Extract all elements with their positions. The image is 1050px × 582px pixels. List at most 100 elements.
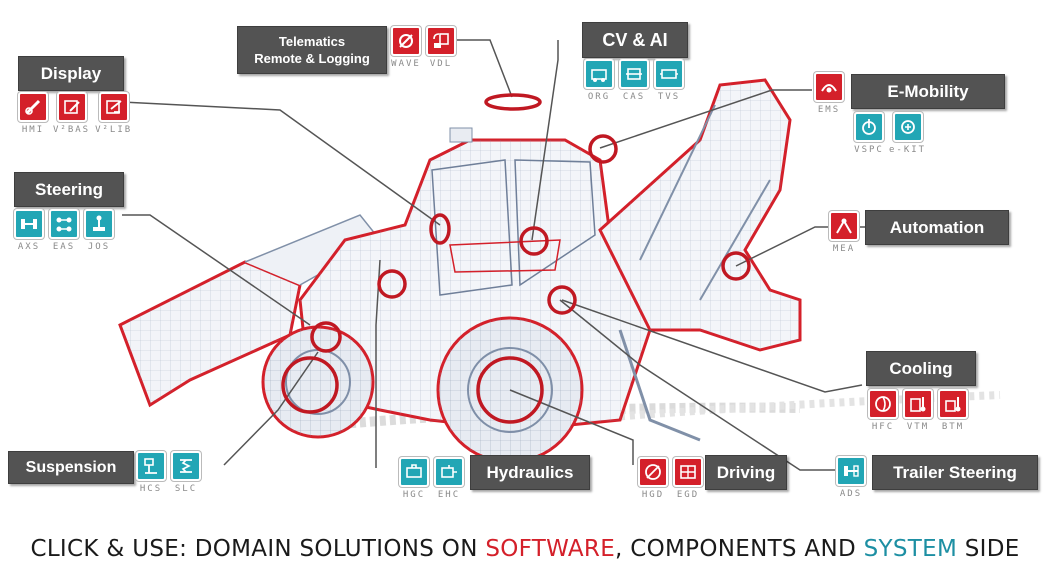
icon-org[interactable]: ORG xyxy=(584,59,614,102)
icon-axs[interactable]: AXS xyxy=(14,209,44,252)
icon-ehc[interactable]: EHC xyxy=(434,457,464,500)
icon-cas[interactable]: CAS xyxy=(619,59,649,102)
hgc-icon xyxy=(399,457,429,487)
icon-jos[interactable]: JOS xyxy=(84,209,114,252)
hotspot-rings xyxy=(281,93,751,424)
icon-ads[interactable]: ADS xyxy=(836,456,866,499)
icon-hgd[interactable]: HGD xyxy=(638,457,668,500)
display-title: Display xyxy=(40,63,102,83)
cv-ai-title: CV & AI xyxy=(602,29,668,50)
v2bas-code: V²BAS xyxy=(53,125,91,135)
footer-part1: CLICK & USE: DOMAIN SOLUTIONS ON xyxy=(30,536,486,562)
jos-icon xyxy=(84,209,114,239)
label-cv-ai[interactable]: CV & AI xyxy=(582,22,688,58)
hfc-code: HFC xyxy=(871,422,895,432)
btm-code: BTM xyxy=(941,422,965,432)
icon-wave[interactable]: WAVE xyxy=(391,26,421,69)
icon-hgc[interactable]: HGC xyxy=(399,457,429,500)
ehc-code: EHC xyxy=(437,490,461,500)
icon-tvs[interactable]: TVS xyxy=(654,59,684,102)
icon-hmi[interactable]: HMI xyxy=(18,92,48,135)
icon-vdl[interactable]: VDL xyxy=(426,26,456,69)
slc-code: SLC xyxy=(174,484,198,494)
icon-btm[interactable]: BTM xyxy=(938,389,968,432)
hcs-code: HCS xyxy=(139,484,163,494)
automation-icons: MEA xyxy=(829,211,859,254)
display-icons: HMI V²BAS V²LIB xyxy=(18,92,132,135)
steering-title: Steering xyxy=(34,179,104,199)
ekit-code: e-KIT xyxy=(889,145,927,155)
driving-icons: HGD EGD xyxy=(638,457,703,500)
icon-v2lib[interactable]: V²LIB xyxy=(95,92,132,135)
hmi-code: HMI xyxy=(21,125,45,135)
footer-part2: , COMPONENTS AND xyxy=(615,536,864,562)
label-driving[interactable]: Driving xyxy=(705,455,787,490)
wave-icon xyxy=(391,26,421,56)
label-suspension[interactable]: Suspension xyxy=(8,451,134,484)
egd-icon xyxy=(673,457,703,487)
tvs-icon xyxy=(654,59,684,89)
vspc-icon xyxy=(854,112,884,142)
emobility-ems-icons: EMS xyxy=(814,72,844,115)
label-steering[interactable]: Steering xyxy=(14,172,124,207)
hmi-icon xyxy=(18,92,48,122)
v2lib-icon xyxy=(98,92,129,122)
icon-vspc[interactable]: VSPC xyxy=(854,112,884,155)
icon-eas[interactable]: EAS xyxy=(49,209,79,252)
v2bas-icon xyxy=(56,92,87,122)
egd-code: EGD xyxy=(676,490,700,500)
wave-code: WAVE xyxy=(391,59,421,69)
label-hydraulics[interactable]: Hydraulics xyxy=(470,455,590,490)
hcs-icon xyxy=(136,451,166,481)
label-display[interactable]: Display xyxy=(18,56,124,91)
icon-hcs[interactable]: HCS xyxy=(136,451,166,494)
icon-slc[interactable]: SLC xyxy=(171,451,201,494)
mea-icon xyxy=(829,211,859,241)
hgc-code: HGC xyxy=(402,490,426,500)
telematics-title: Telematics Remote & Logging xyxy=(254,34,370,66)
label-cooling[interactable]: Cooling xyxy=(866,351,976,386)
icon-v2bas[interactable]: V²BAS xyxy=(53,92,90,135)
vtm-code: VTM xyxy=(906,422,930,432)
hfc-icon xyxy=(868,389,898,419)
emobility-icons: VSPC e-KIT xyxy=(854,112,926,155)
icon-vtm[interactable]: VTM xyxy=(903,389,933,432)
backhoe-arm xyxy=(598,78,802,442)
label-automation[interactable]: Automation xyxy=(865,210,1009,245)
suspension-title: Suspension xyxy=(25,458,117,476)
label-trailer-steering[interactable]: Trailer Steering xyxy=(872,455,1038,490)
jos-code: JOS xyxy=(87,242,111,252)
cas-code: CAS xyxy=(622,92,646,102)
icon-egd[interactable]: EGD xyxy=(673,457,703,500)
ems-code: EMS xyxy=(817,105,841,115)
steering-icons: AXS EAS JOS xyxy=(14,209,114,252)
icon-mea[interactable]: MEA xyxy=(829,211,859,254)
trailer-steering-icons: ADS xyxy=(836,456,866,499)
cooling-icons: HFC VTM BTM xyxy=(868,389,968,432)
ems-icon xyxy=(814,72,844,102)
label-e-mobility[interactable]: E-Mobility xyxy=(851,74,1005,109)
icon-ems[interactable]: EMS xyxy=(814,72,844,115)
icon-hfc[interactable]: HFC xyxy=(868,389,898,432)
eas-code: EAS xyxy=(52,242,76,252)
hydraulics-title: Hydraulics xyxy=(486,462,574,482)
driving-title: Driving xyxy=(716,462,776,482)
vdl-code: VDL xyxy=(429,59,453,69)
mea-code: MEA xyxy=(832,244,856,254)
vtm-icon xyxy=(903,389,933,419)
vdl-icon xyxy=(426,26,456,56)
icon-ekit[interactable]: e-KIT xyxy=(889,112,926,155)
slc-icon xyxy=(171,451,201,481)
footer-software: SOFTWARE xyxy=(485,536,616,562)
hgd-code: HGD xyxy=(641,490,665,500)
btm-icon xyxy=(938,389,968,419)
automation-title: Automation xyxy=(889,217,985,237)
org-icon xyxy=(584,59,614,89)
leader-lines xyxy=(121,39,865,471)
ekit-icon xyxy=(892,112,923,142)
label-telematics[interactable]: Telematics Remote & Logging xyxy=(237,26,387,74)
cv-ai-icons: ORG CAS TVS xyxy=(584,59,684,102)
axs-icon xyxy=(14,209,44,239)
cooling-title: Cooling xyxy=(889,358,953,378)
